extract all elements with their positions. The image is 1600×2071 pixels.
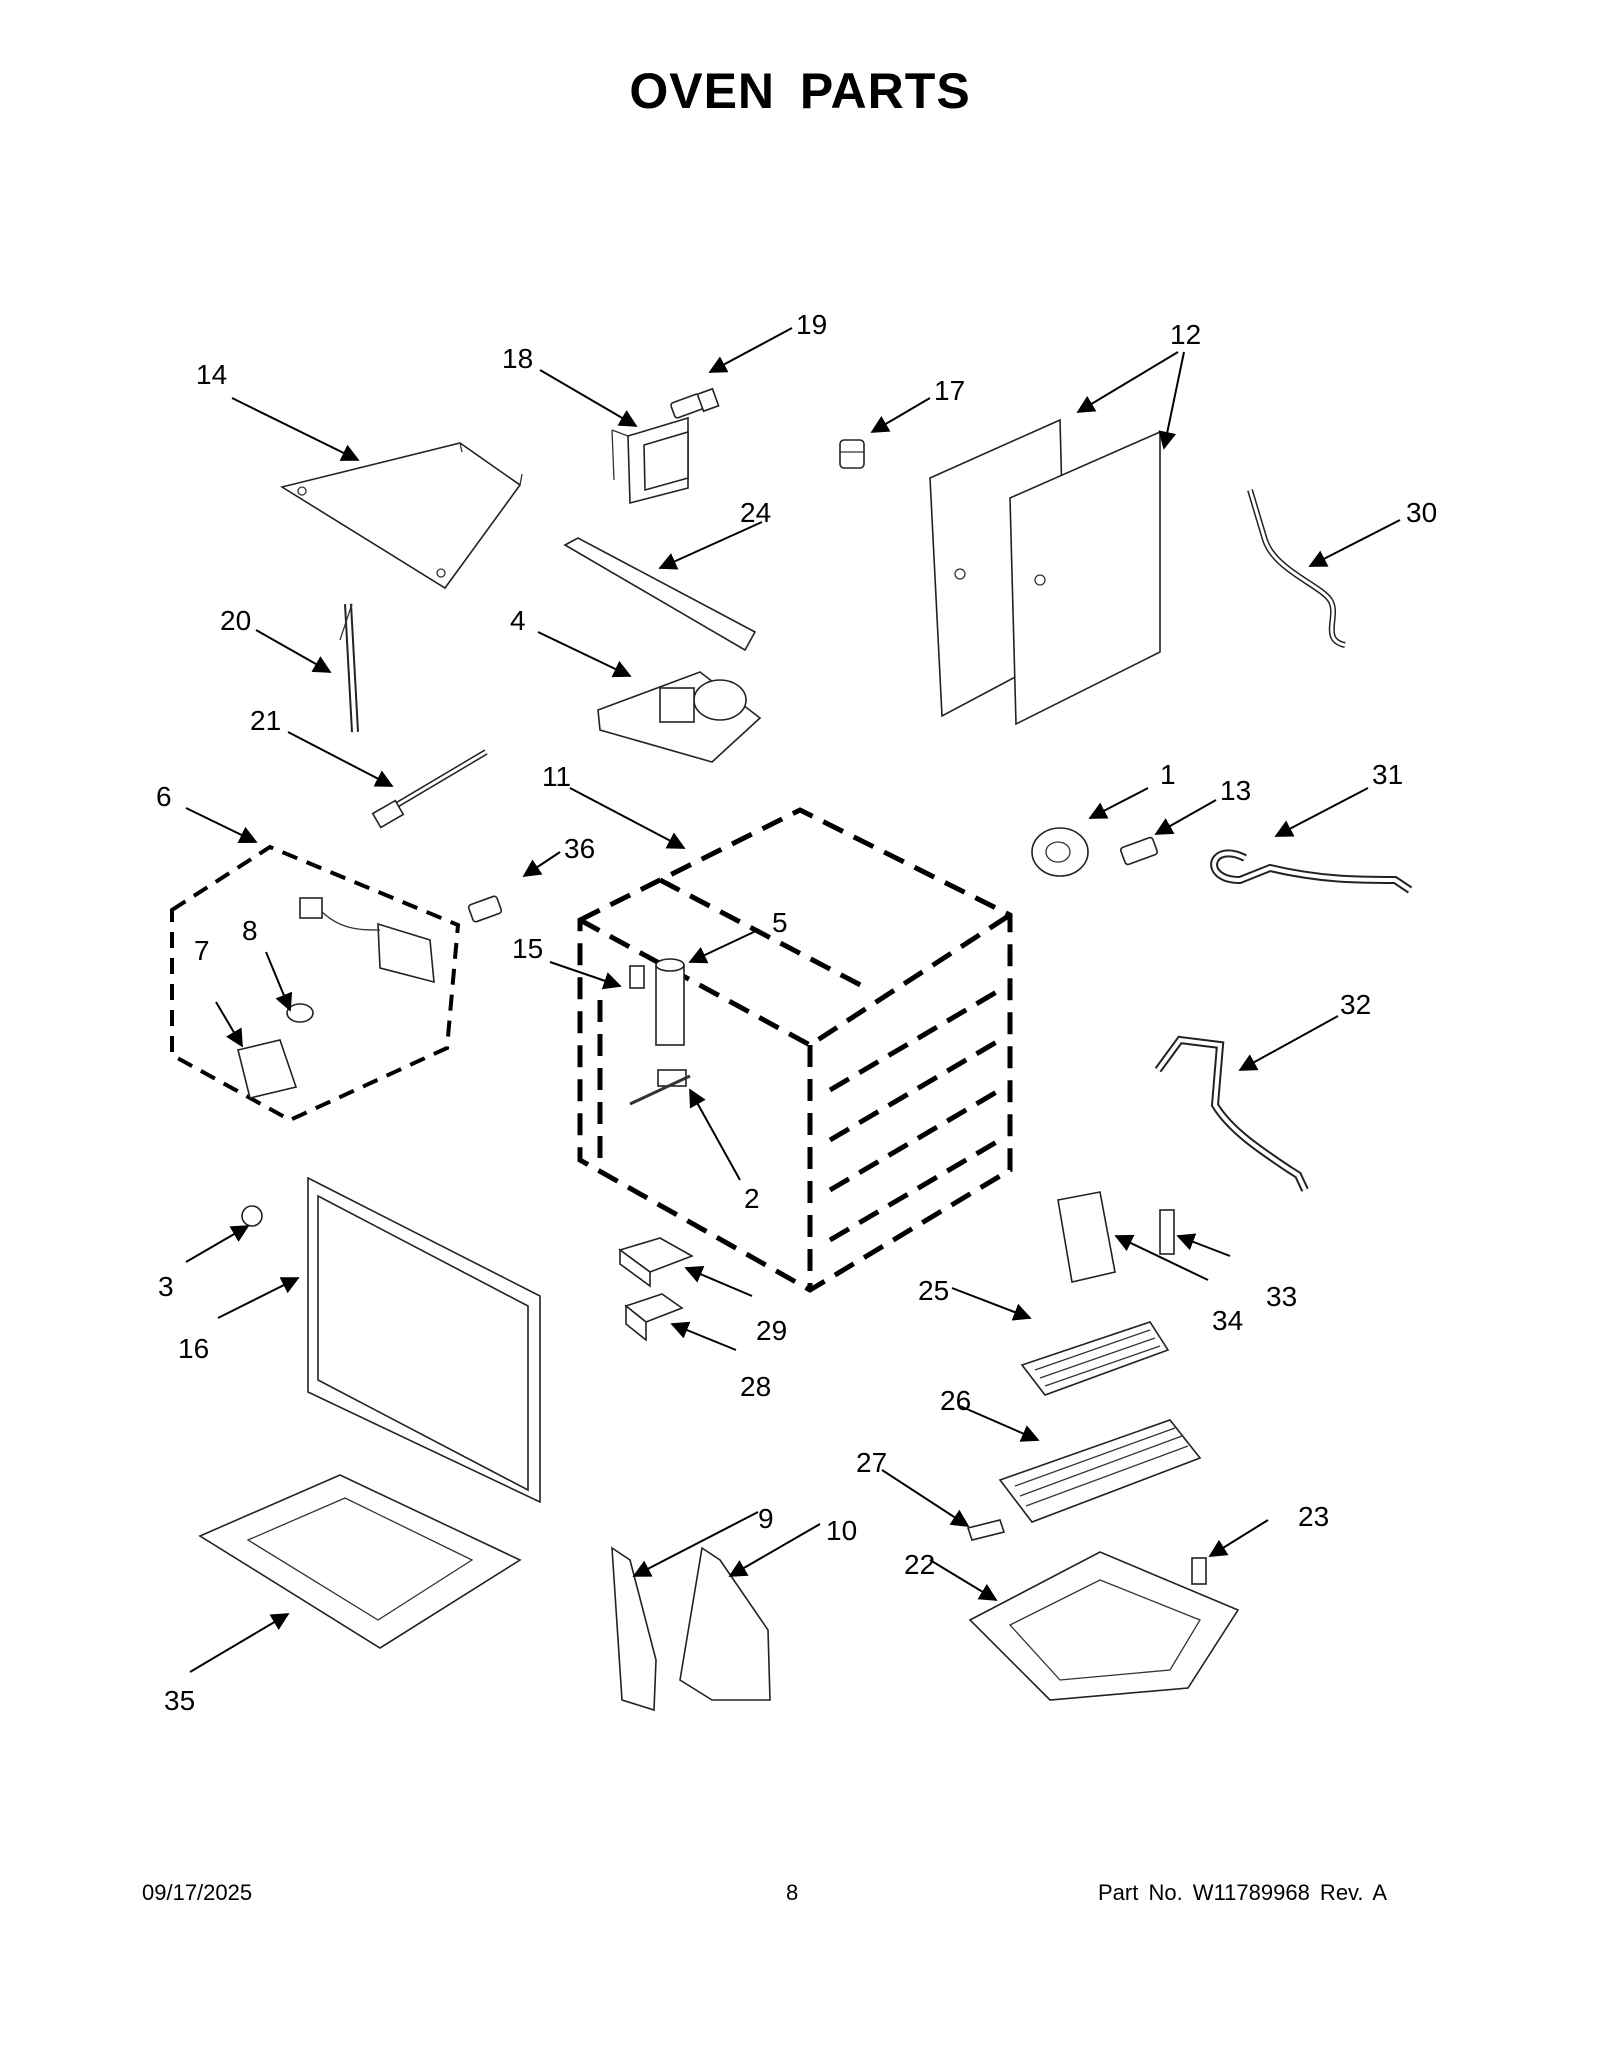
callout-2: 2 [744,1183,760,1214]
part-21-rod [371,749,488,829]
part-27-bracket [966,1519,1006,1541]
part-29-bracket [618,1237,694,1288]
part-23-screw [1191,1557,1207,1585]
part-8-bulb [286,1003,314,1023]
part-11-oven-cavity [577,807,1013,1293]
part-24-rail [563,537,757,652]
callout-12: 12 [1170,319,1201,350]
callout-7: 7 [194,935,210,966]
part-22-burner-box [968,1551,1240,1701]
callout-36: 36 [564,833,595,864]
footer-page-number: 8 [786,1880,799,1905]
callout-24: 24 [740,497,771,528]
callout-3: 3 [158,1271,174,1302]
callout-labels: 14 18 19 17 12 30 24 4 20 21 6 36 11 1 1… [156,309,1437,1716]
page-title: OVEN PARTS [629,63,971,119]
leader-lines [185,327,1401,1673]
part-7-window [237,1039,298,1099]
callout-23: 23 [1298,1501,1329,1532]
callout-16: 16 [178,1333,209,1364]
callout-1: 1 [1160,759,1176,790]
part-6-group [170,844,461,1123]
callout-25: 25 [918,1275,949,1306]
callout-26: 26 [940,1385,971,1416]
callout-28: 28 [740,1371,771,1402]
part-9-hinge [611,1546,657,1712]
callout-27: 27 [856,1447,887,1478]
part-4-bake-igniter-assembly [597,671,762,763]
callout-9: 9 [758,1503,774,1534]
part-13-screw [1119,836,1159,866]
callout-14: 14 [196,359,227,390]
callout-29: 29 [756,1315,787,1346]
callout-5: 5 [772,907,788,938]
callout-21: 21 [250,705,281,736]
part-10-hinge [679,1546,771,1701]
footer-date: 09/17/2025 [142,1880,253,1905]
part-18-bracket [611,416,689,505]
part-1-limit-switch [1031,827,1089,877]
part-28-block [624,1293,684,1342]
callout-32: 32 [1340,989,1371,1020]
callout-34: 34 [1212,1305,1243,1336]
callout-30: 30 [1406,497,1437,528]
callout-13: 13 [1220,775,1251,806]
part-32-gas-tube [1154,1035,1309,1192]
part-14-heat-shield [279,442,523,590]
callout-19: 19 [796,309,827,340]
part-3-bumper [241,1205,263,1227]
part-30-gas-tube [1247,489,1346,648]
callout-31: 31 [1372,759,1403,790]
part-12-side-panels [929,418,1161,726]
part-35-door-liner [198,1474,522,1649]
callout-17: 17 [934,375,965,406]
part-31-gas-tube [1210,849,1413,894]
part-26-burner [998,1419,1202,1523]
callout-33: 33 [1266,1281,1297,1312]
part-20-electrode [339,603,359,733]
part-36-screw [467,895,503,923]
part-16-door-frame [307,1176,541,1504]
part-34-plate [1057,1191,1116,1283]
part-25-burner [1020,1321,1170,1396]
part-5-canister [655,958,685,1046]
callout-35: 35 [164,1685,195,1716]
callout-15: 15 [512,933,543,964]
callout-11: 11 [542,761,571,792]
callout-20: 20 [220,605,251,636]
callout-22: 22 [904,1549,935,1580]
footer-part-number: Part No. W11789968 Rev. A [1098,1880,1388,1905]
part-33-clip [1159,1209,1175,1255]
part-19-screw [670,387,720,419]
part-17-fitting [839,439,865,469]
part-15-screw [629,965,645,989]
callout-4: 4 [510,605,526,636]
callout-18: 18 [502,343,533,374]
callout-10: 10 [826,1515,857,1546]
callout-6: 6 [156,781,172,812]
callout-8: 8 [242,915,258,946]
part-2-bracket [629,1069,691,1106]
